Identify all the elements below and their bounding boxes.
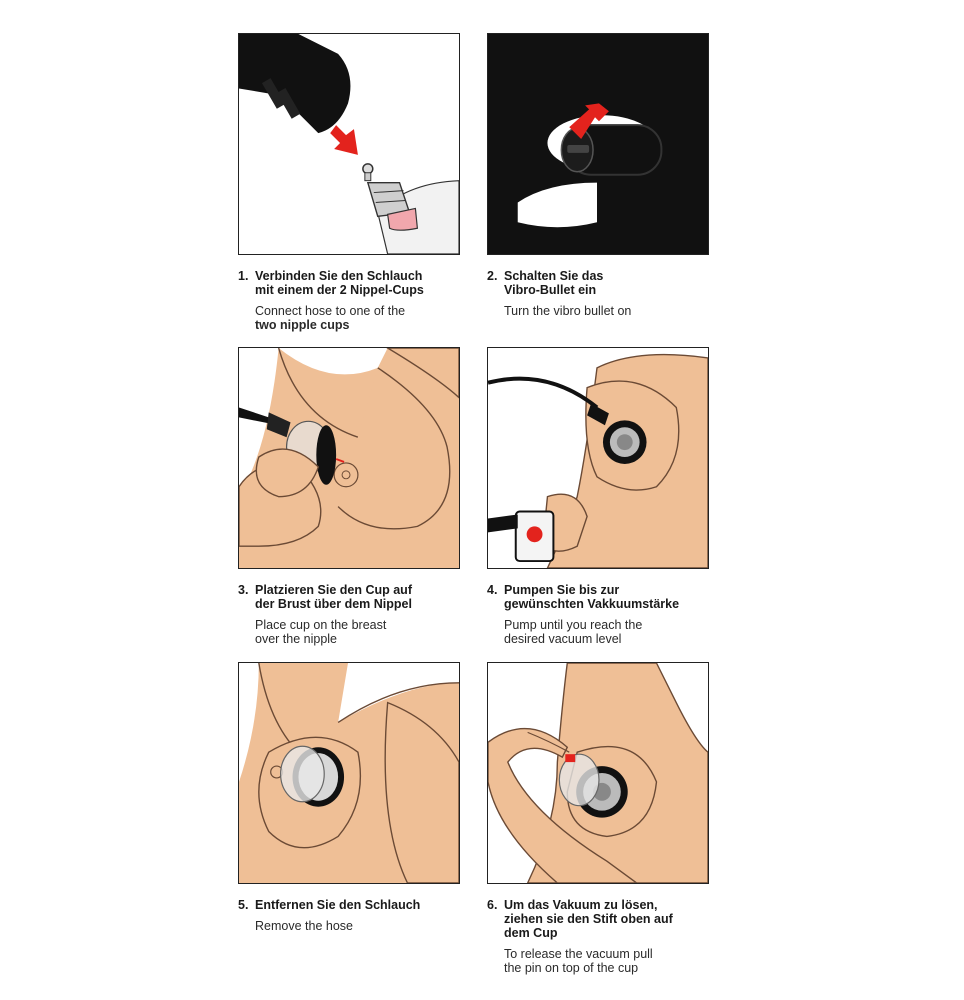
remove-hose-illustration [238,662,460,884]
step-title-de: Entfernen Sie den Schlauch [255,898,421,912]
step-text-en: Remove the hose [255,919,353,933]
step-text-en: Turn the vibro bullet on [504,304,632,318]
step-5: 5. Entfernen Sie den Schlauch Remove the… [238,662,460,933]
step-text-en: To release the vacuum pull the pin on to… [504,947,653,975]
step-title-de: Verbinden Sie den Schlauch mit einem der… [255,269,424,297]
release-pin-illustration [487,662,709,884]
step-number: 3. [238,583,249,597]
step-2: 2. Schalten Sie das Vibro-Bullet ein Tur… [487,33,709,318]
step-3: 3. Platzieren Sie den Cup auf der Brust … [238,347,460,646]
step-text-en: Place cup on the breast over the nipple [255,618,387,646]
step-caption: 6. Um das Vakuum zu lösen, ziehen sie de… [487,898,709,975]
step-caption: 1. Verbinden Sie den Schlauch mit einem … [238,269,460,332]
hose-connector-illustration [238,33,460,255]
place-cup-illustration [238,347,460,569]
step-number: 5. [238,898,249,912]
step-6: 6. Um das Vakuum zu lösen, ziehen sie de… [487,662,709,975]
step-title-de: Pumpen Sie bis zur gewünschten Vakkuumst… [504,583,680,611]
step-number: 6. [487,898,498,912]
step-number: 1. [238,269,249,283]
step-number: 4. [487,583,498,597]
step-number: 2. [487,269,498,283]
step-caption: 4. Pumpen Sie bis zur gewünschten Vakkuu… [487,583,709,646]
step-text-en: Connect hose to one of the two nipple cu… [255,304,406,332]
step-title-de: Platzieren Sie den Cup auf der Brust übe… [255,583,412,611]
vibro-bullet-illustration [487,33,709,255]
step-1: 1. Verbinden Sie den Schlauch mit einem … [238,33,460,332]
pump-illustration [487,347,709,569]
step-caption: 5. Entfernen Sie den Schlauch Remove the… [238,898,460,933]
step-caption: 2. Schalten Sie das Vibro-Bullet ein Tur… [487,269,709,318]
step-caption: 3. Platzieren Sie den Cup auf der Brust … [238,583,460,646]
step-title-de: Um das Vakuum zu lösen, ziehen sie den S… [504,898,673,940]
step-4: 4. Pumpen Sie bis zur gewünschten Vakkuu… [487,347,709,646]
step-title-de: Schalten Sie das Vibro-Bullet ein [504,269,604,297]
step-text-en: Pump until you reach the desired vacuum … [504,618,643,646]
